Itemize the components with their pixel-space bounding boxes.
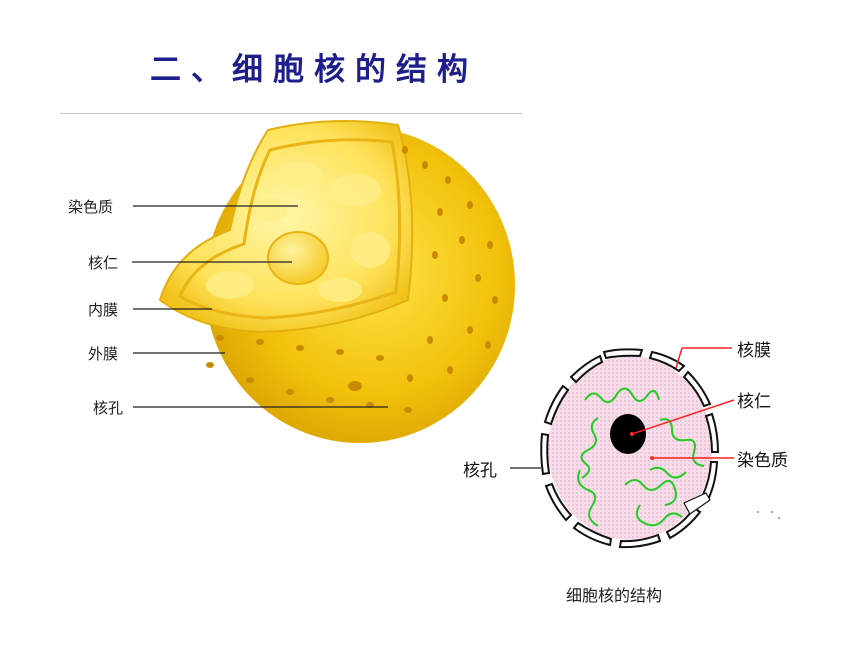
title-divider [60, 113, 522, 114]
label-outer-membrane: 外膜 [88, 345, 119, 363]
page-title: 二、细胞核的结构 [150, 52, 478, 88]
figure-caption: 细胞核的结构 [566, 586, 663, 605]
envelope-segments [540, 348, 720, 549]
label-schematic-chromatin: 染色质 [737, 451, 788, 471]
nucleolus-dot [610, 414, 646, 454]
left-leader-lines [132, 205, 388, 408]
label-inner-membrane: 内膜 [88, 301, 119, 319]
nucleolus-shape [267, 231, 329, 285]
label-schematic-nucleolus: 核仁 [737, 392, 771, 412]
label-chromatin: 染色质 [68, 198, 114, 216]
inner-membrane-shape [178, 138, 402, 320]
chromatin-patches [206, 161, 390, 302]
stray-dots [757, 511, 780, 519]
label-nuclear-envelope: 核膜 [737, 341, 771, 361]
label-nucleolus: 核仁 [88, 254, 119, 272]
label-nuclear-pore: 核孔 [93, 399, 124, 417]
nucleus-3d-model [158, 120, 515, 443]
nucleus-schematic [540, 348, 720, 549]
nuclear-pores [206, 146, 498, 413]
right-leader-lines [631, 347, 735, 459]
label-schematic-nuclear-pore: 核孔 [463, 461, 497, 481]
